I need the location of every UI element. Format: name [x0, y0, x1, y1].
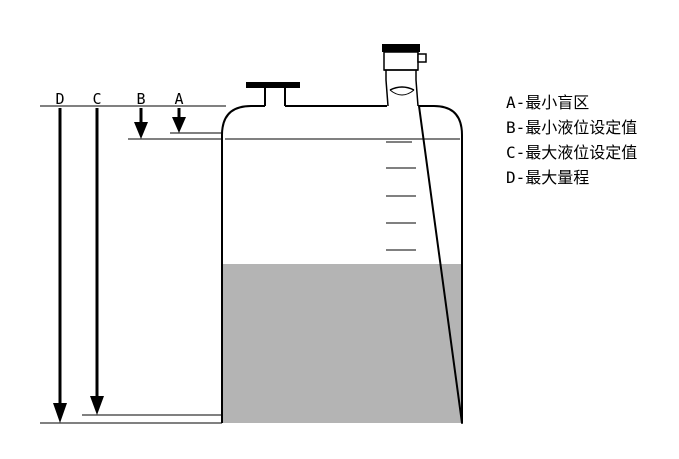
legend-item-d: D-最大量程	[506, 168, 590, 187]
marker-label-a: A	[174, 90, 183, 108]
legend-item-b: B-最小液位设定值	[506, 118, 638, 137]
measurement-arrow-b	[134, 108, 148, 139]
marker-label-d: D	[55, 90, 64, 108]
sensor-beam-ticks	[386, 141, 416, 251]
marker-label-c: C	[92, 90, 101, 108]
measurement-arrow-c	[90, 108, 104, 415]
radar-level-sensor-icon	[382, 44, 427, 107]
tank-body	[221, 105, 463, 424]
measurement-arrow-d	[53, 108, 67, 423]
flange-nozzle-icon	[246, 82, 300, 106]
legend-item-a: A-最小盲区	[506, 93, 590, 112]
marker-label-b: B	[136, 90, 145, 108]
legend-item-c: C-最大液位设定值	[506, 143, 638, 162]
tank-liquid	[222, 264, 462, 423]
measurement-arrow-a	[172, 108, 186, 133]
legend: A-最小盲区 B-最小液位设定值 C-最大液位设定值 D-最大量程	[506, 90, 637, 190]
